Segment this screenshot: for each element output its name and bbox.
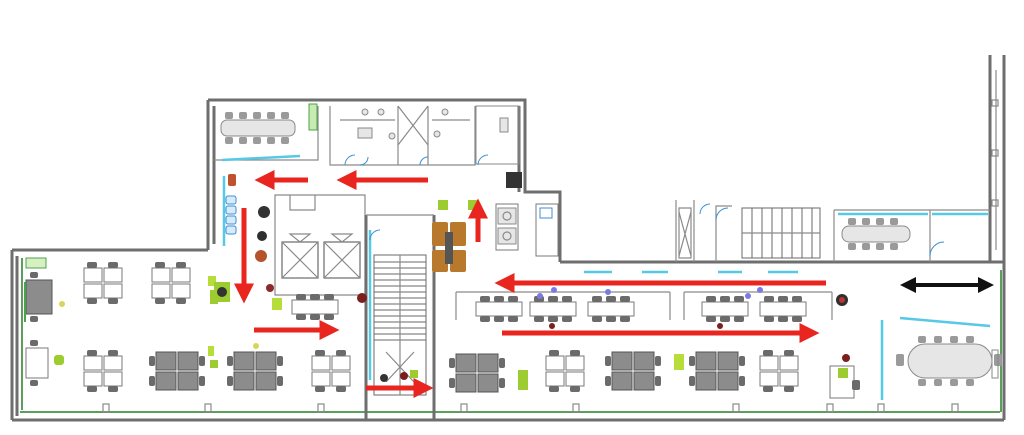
lounge-area: [214, 174, 367, 310]
restrooms: [329, 105, 520, 166]
exterior-glazing: [20, 258, 1002, 413]
central-east-furniture: [380, 287, 1002, 399]
meeting-room-east: [833, 209, 990, 262]
service-rooms: [222, 176, 991, 400]
west-wing-furniture: [24, 257, 351, 393]
circulation-arrows: [234, 170, 994, 398]
lift-core: [274, 194, 366, 296]
stair-core-east: [675, 200, 821, 262]
building-walls: [10, 55, 1006, 422]
meeting-room-north: [214, 103, 319, 162]
east-window-column: [991, 70, 999, 250]
